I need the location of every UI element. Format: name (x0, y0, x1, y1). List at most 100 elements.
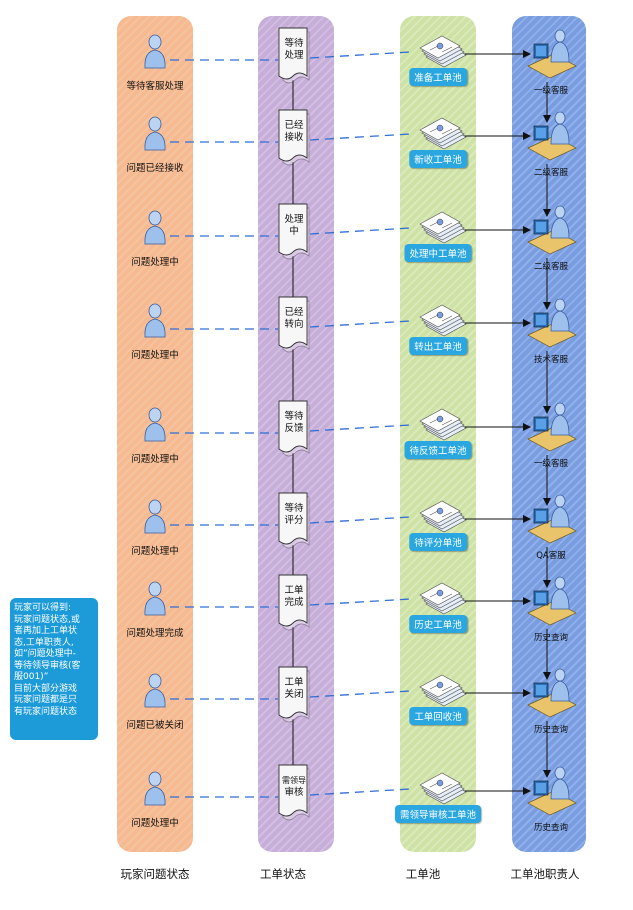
ticket-document-icon (278, 492, 310, 549)
person-icon (144, 34, 166, 69)
person-icon (144, 771, 166, 806)
pool-owner-label: 二级客服 (533, 262, 569, 272)
ticket-status-line: 等待 (284, 503, 304, 514)
player-status-label: 问题处理完成 (126, 628, 184, 639)
ticket-status-line: 工单 (284, 585, 304, 596)
ticket-pool-label: 历史工单池 (409, 615, 467, 633)
dashed-link-ticket-pool (309, 227, 411, 235)
ticket-status-line: 反馈 (284, 423, 304, 434)
pool-owner-label: 一级客服 (533, 459, 569, 469)
ticket-status-line: 处理 (284, 50, 304, 61)
ticket-status-line: 审核 (284, 787, 304, 798)
ticket-stack-icon (419, 304, 467, 337)
dashed-link-ticket-pool (309, 598, 411, 606)
player-status-label: 问题处理中 (131, 546, 179, 557)
agent-workstation-icon (527, 298, 577, 348)
ticket-pool-label: 待反馈工单池 (404, 441, 472, 459)
lane-title-owner: 工单池职责人 (510, 867, 580, 881)
person-icon (144, 116, 166, 151)
ticket-pool-label: 新收工单池 (409, 150, 467, 168)
pool-owner-label: 二级客服 (533, 168, 569, 178)
ticket-document-icon (278, 27, 310, 84)
ticket-pool-label: 待评分单池 (409, 533, 467, 551)
agent-workstation-icon (527, 668, 577, 718)
ticket-status-label: 已经转向 (279, 307, 309, 331)
ticket-pool-label: 工单回收池 (409, 707, 467, 725)
ticket-stack-icon (419, 582, 467, 615)
ticket-status-label: 处理中 (279, 214, 309, 238)
ticket-status-line: 等待 (284, 38, 304, 49)
person-icon (144, 210, 166, 245)
pool-owner-label: 历史查询 (533, 725, 569, 735)
pool-owner-label: QA客服 (536, 551, 566, 561)
ticket-stack-icon (419, 500, 467, 533)
ticket-pool-label: 需领导审核工单池 (394, 805, 482, 823)
agent-workstation-icon (527, 576, 577, 626)
player-status-label: 问题处理中 (131, 818, 179, 829)
player-status-label: 问题处理中 (131, 454, 179, 465)
ticket-document-icon (278, 203, 310, 260)
dashed-link-ticket-pool (309, 788, 411, 796)
agent-workstation-icon (527, 494, 577, 544)
dashed-link-ticket-pool (309, 51, 411, 59)
ticket-pool-label: 准备工单池 (409, 68, 467, 86)
agent-workstation-icon (527, 29, 577, 79)
dashed-link-ticket-pool (309, 516, 411, 524)
lane-title-player: 玩家问题状态 (120, 867, 190, 881)
person-icon (144, 407, 166, 442)
pool-owner-label: 历史查询 (533, 633, 569, 643)
player-status-label: 问题已经接收 (126, 163, 184, 174)
ticket-status-line: 需领导 (282, 776, 306, 785)
ticket-status-line: 关闭 (284, 689, 304, 700)
player-status-label: 问题已被关闭 (126, 720, 184, 731)
agent-workstation-icon (527, 766, 577, 816)
ticket-status-line: 处理 (284, 214, 304, 225)
ticket-status-line: 工单 (284, 677, 304, 688)
ticket-stack-icon (419, 35, 467, 68)
person-icon (144, 581, 166, 616)
ticket-status-line: 等待 (284, 411, 304, 422)
ticket-stack-icon (419, 211, 467, 244)
ticket-status-label: 工单完成 (279, 585, 309, 609)
pool-owner-label: 一级客服 (533, 86, 569, 96)
agent-workstation-icon (527, 402, 577, 452)
person-icon (144, 499, 166, 534)
ticket-stack-icon (419, 772, 467, 805)
person-icon (144, 303, 166, 338)
info-note: 玩家可以得到: 玩家问题状态,或 者再加上工单状 态,工单职责人, 如”问题处理… (10, 598, 98, 740)
lane-title-ticket: 工单状态 (260, 867, 306, 881)
dashed-link-ticket-pool (309, 690, 411, 698)
agent-workstation-icon (527, 205, 577, 255)
ticket-status-line: 已经 (284, 307, 304, 318)
agent-workstation-icon (527, 111, 577, 161)
ticket-status-label: 需领导审核 (279, 775, 309, 799)
ticket-document-icon (278, 764, 310, 821)
dashed-link-ticket-pool (309, 320, 411, 328)
ticket-stack-icon (419, 408, 467, 441)
ticket-document-icon (278, 666, 310, 723)
dashed-link-ticket-pool (309, 133, 411, 141)
pool-owner-label: 技术客服 (533, 355, 569, 365)
ticket-status-label: 等待处理 (279, 38, 309, 62)
player-status-label: 问题处理中 (131, 350, 179, 361)
ticket-status-line: 中 (289, 226, 299, 237)
player-status-label: 等待客服处理 (126, 81, 184, 92)
ticket-status-line: 转向 (284, 319, 304, 330)
ticket-document-icon (278, 400, 310, 457)
ticket-status-label: 已经接收 (279, 120, 309, 144)
ticket-status-label: 工单关闭 (279, 677, 309, 701)
ticket-status-line: 已经 (284, 120, 304, 131)
ticket-status-label: 等待评分 (279, 503, 309, 527)
ticket-document-icon (278, 109, 310, 166)
pool-owner-label: 历史查询 (533, 823, 569, 833)
lane-title-pool: 工单池 (405, 867, 441, 881)
ticket-status-label: 等待反馈 (279, 411, 309, 435)
player-status-label: 问题处理中 (131, 257, 179, 268)
ticket-document-icon (278, 296, 310, 353)
ticket-stack-icon (419, 674, 467, 707)
ticket-pool-label: 处理中工单池 (404, 244, 472, 262)
ticket-pool-label: 转出工单池 (409, 337, 467, 355)
ticket-status-line: 完成 (284, 597, 304, 608)
person-icon (144, 673, 166, 708)
